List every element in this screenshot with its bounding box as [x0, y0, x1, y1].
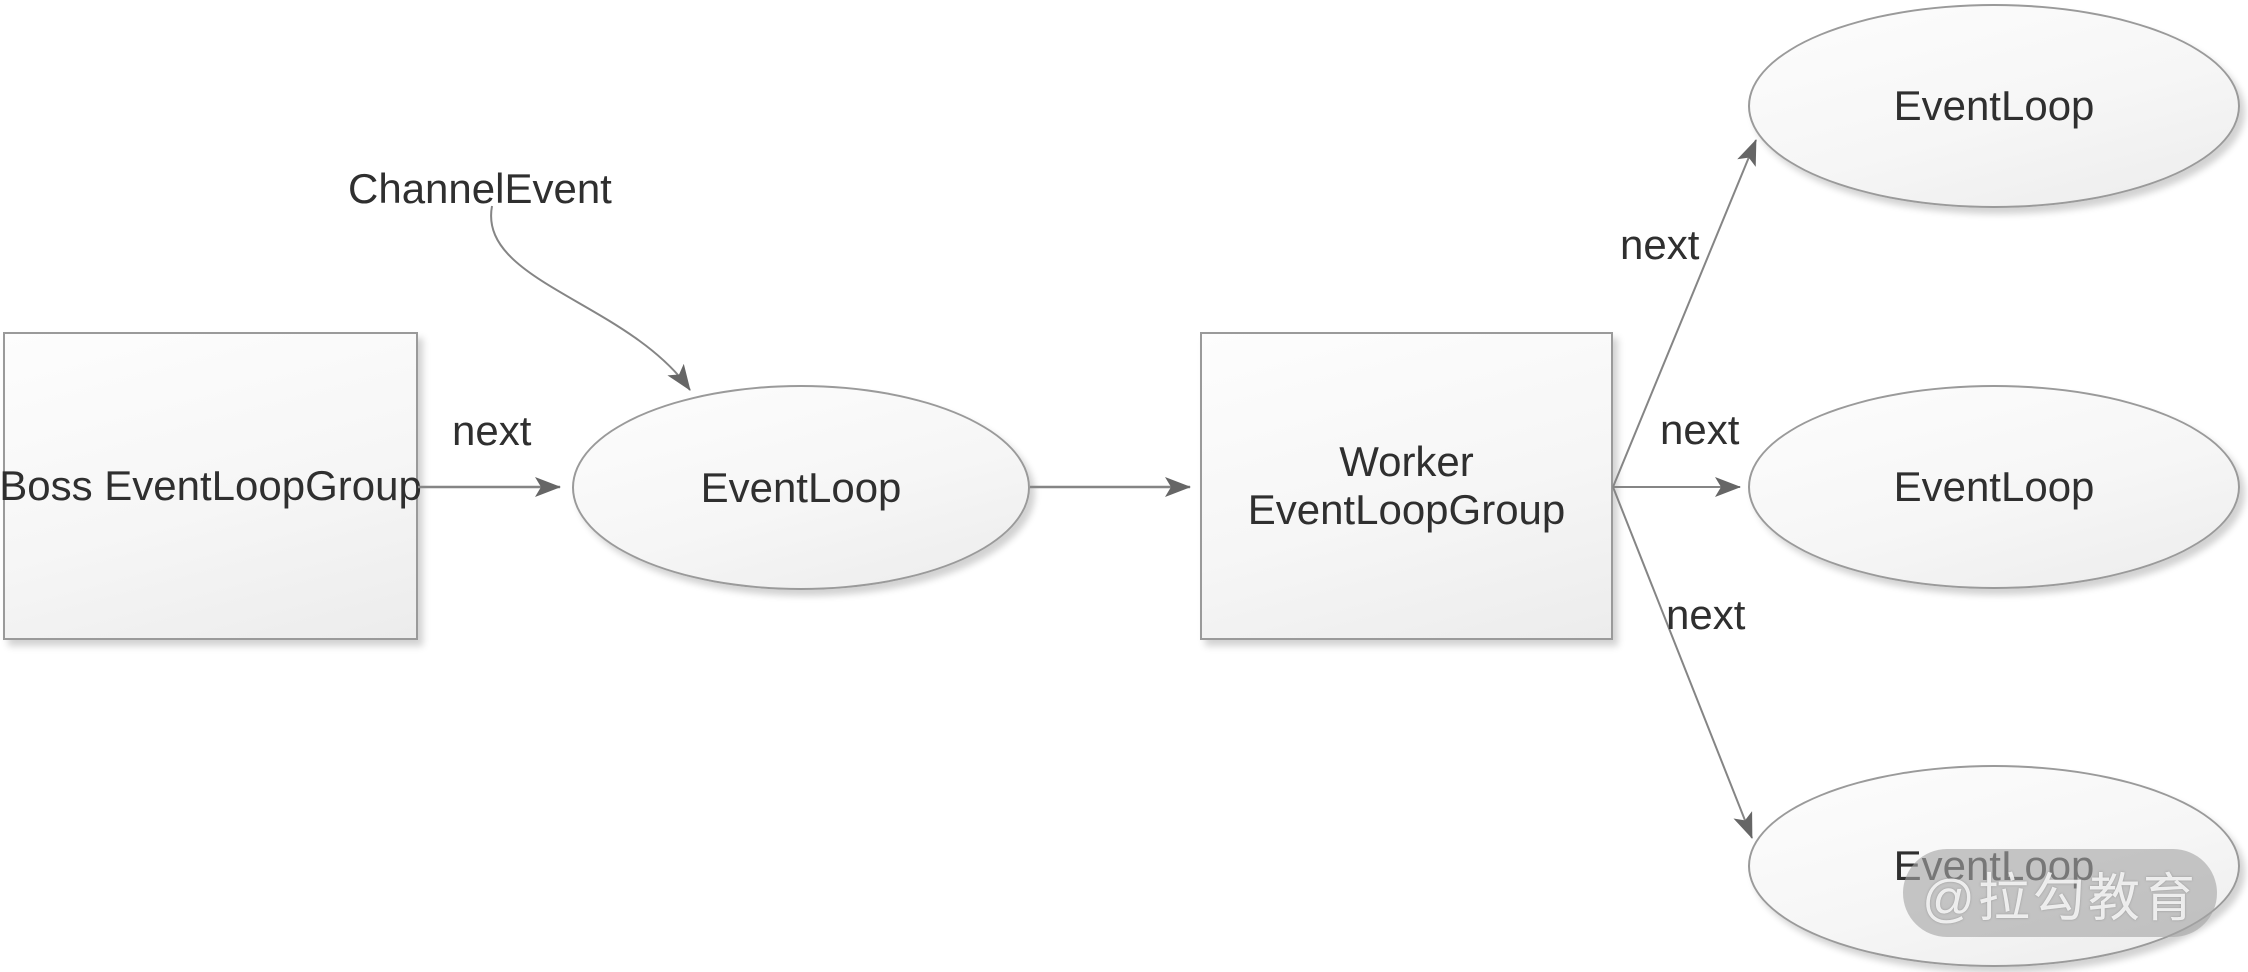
node-boss-eventloopgroup: Boss EventLoopGroup [0, 332, 422, 640]
annotation-channelevent: ChannelEvent [348, 165, 612, 212]
node-eventloop-top: EventLoop [1748, 4, 2240, 208]
node-worker-label-line1: Worker [1339, 438, 1474, 485]
edge-worker-to-eventloop-top [1612, 139, 1757, 488]
node-worker-label: Worker EventLoopGroup [1248, 438, 1566, 534]
node-eventloop-main-label: EventLoop [700, 463, 902, 511]
edge-label-next-bottom: next [1666, 591, 1746, 638]
node-eventloop-middle-label: EventLoop [1893, 463, 2095, 510]
edge-channelevent-annotation-arrow [490, 205, 691, 391]
node-worker-eventloopgroup: Worker EventLoopGroup [1200, 332, 1613, 640]
edge-label-next-middle: next [1660, 406, 1740, 453]
watermark-badge: @拉勾教育 [1903, 849, 2217, 937]
node-eventloop-middle: EventLoop [1748, 385, 2240, 589]
node-worker-label-line2: EventLoopGroup [1247, 486, 1566, 533]
edge-worker-to-eventloop-bottom [1612, 486, 1753, 839]
node-eventloop-top-label: EventLoop [1893, 82, 2095, 129]
edge-label-next-top: next [1620, 221, 1700, 268]
node-boss-label: Boss EventLoopGroup [0, 462, 422, 509]
node-eventloop-main: EventLoop [572, 385, 1030, 590]
watermark-text: @拉勾教育 [1922, 869, 2198, 928]
edge-label-next-boss: next [452, 407, 532, 454]
